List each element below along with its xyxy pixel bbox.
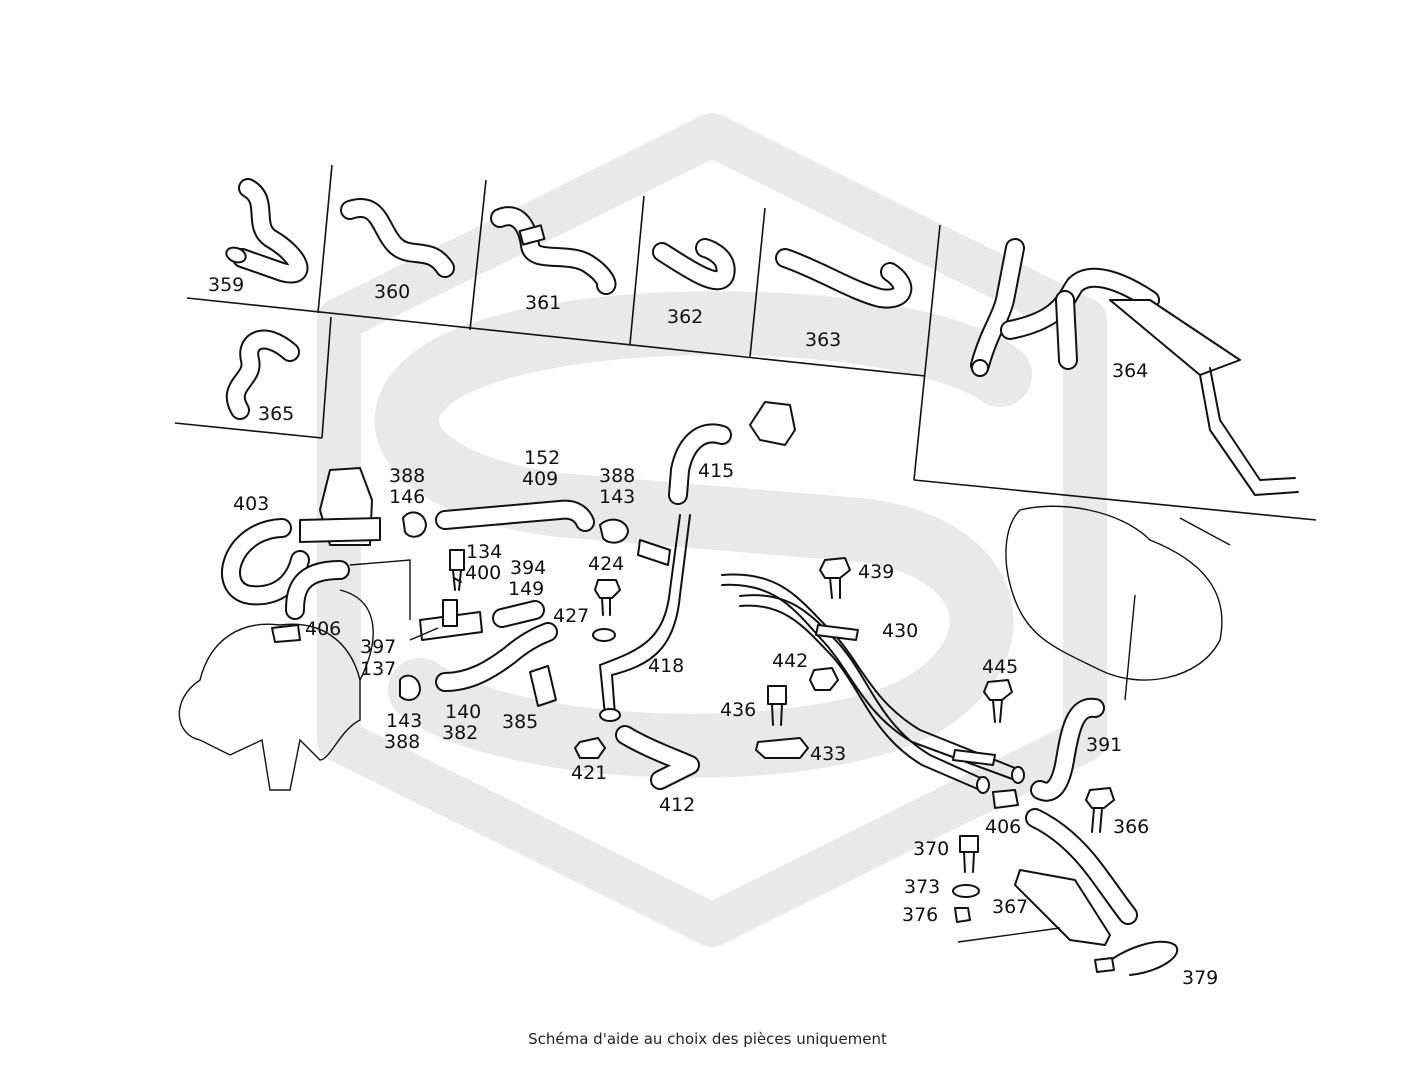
callout-labels: 359 360 361 362 363 364 365 403 388 146 … bbox=[208, 274, 1218, 989]
clamp-143-388 bbox=[399, 674, 421, 701]
label-146: 146 bbox=[389, 486, 425, 508]
label-149: 149 bbox=[508, 578, 544, 600]
label-388: 388 bbox=[384, 731, 420, 753]
label-370: 370 bbox=[913, 838, 949, 860]
label-430: 430 bbox=[882, 620, 918, 642]
leader-lines bbox=[409, 627, 439, 641]
label-366: 366 bbox=[1113, 816, 1149, 838]
label-424: 424 bbox=[588, 553, 624, 575]
hose-359 bbox=[225, 178, 309, 284]
label-385: 385 bbox=[502, 711, 538, 733]
washer-373 bbox=[952, 884, 980, 898]
label-364: 364 bbox=[1112, 360, 1148, 382]
engine-outline-left bbox=[178, 559, 411, 791]
diagram-caption: Schéma d'aide au choix des pièces unique… bbox=[528, 1030, 887, 1048]
cable-tie-379 bbox=[1094, 940, 1179, 976]
pipe-418 bbox=[599, 514, 691, 722]
bolt-370 bbox=[959, 835, 979, 873]
label-406: 406 bbox=[305, 618, 341, 640]
hose-362 bbox=[652, 238, 736, 291]
clip-385 bbox=[529, 665, 557, 707]
label-362: 362 bbox=[667, 306, 703, 328]
hose-403 bbox=[221, 518, 350, 620]
hose-360 bbox=[340, 198, 455, 278]
hose-140-382 bbox=[435, 622, 558, 692]
pipe-430 bbox=[721, 573, 1025, 794]
hose-391 bbox=[1030, 697, 1105, 802]
label-388: 388 bbox=[389, 465, 425, 487]
label-388: 388 bbox=[599, 465, 635, 487]
hose-394-149 bbox=[492, 600, 545, 628]
label-421: 421 bbox=[571, 762, 607, 784]
clamp-388-146 bbox=[402, 511, 427, 538]
hose-365 bbox=[225, 329, 300, 420]
bolt-424 bbox=[592, 579, 621, 642]
label-134: 134 bbox=[466, 541, 502, 563]
bolt-436 bbox=[767, 685, 787, 726]
label-436: 436 bbox=[720, 699, 756, 721]
label-373: 373 bbox=[904, 876, 940, 898]
label-140: 140 bbox=[445, 701, 481, 723]
label-418: 418 bbox=[648, 655, 684, 677]
label-397: 397 bbox=[360, 636, 396, 658]
label-412: 412 bbox=[659, 794, 695, 816]
tee-397-137 bbox=[419, 599, 483, 641]
nut-376 bbox=[954, 907, 971, 923]
screw-366 bbox=[1085, 787, 1115, 833]
label-360: 360 bbox=[374, 281, 410, 303]
label-143: 143 bbox=[386, 710, 422, 732]
label-367: 367 bbox=[992, 896, 1028, 918]
label-152: 152 bbox=[524, 447, 560, 469]
label-359: 359 bbox=[208, 274, 244, 296]
label-361: 361 bbox=[525, 292, 561, 314]
label-382: 382 bbox=[442, 722, 478, 744]
pipe-assembly-364 bbox=[970, 238, 1299, 496]
label-143: 143 bbox=[599, 486, 635, 508]
nut-442 bbox=[809, 667, 839, 691]
label-445: 445 bbox=[982, 656, 1018, 678]
label-365: 365 bbox=[258, 403, 294, 425]
clamp-406-right bbox=[992, 789, 1019, 809]
clamp-406-left bbox=[271, 624, 301, 643]
hose-363 bbox=[775, 248, 913, 309]
screw-445 bbox=[983, 679, 1013, 723]
label-137: 137 bbox=[360, 658, 396, 680]
watermark-logo bbox=[317, 113, 1107, 947]
engine-outline-right bbox=[1005, 505, 1231, 701]
label-406: 406 bbox=[985, 816, 1021, 838]
label-391: 391 bbox=[1086, 734, 1122, 756]
label-439: 439 bbox=[858, 561, 894, 583]
pipe-367 bbox=[1014, 808, 1138, 946]
bolt-439 bbox=[819, 557, 851, 599]
label-363: 363 bbox=[805, 329, 841, 351]
hose-361 bbox=[490, 206, 617, 295]
hose-412 bbox=[615, 725, 700, 790]
label-427: 427 bbox=[553, 605, 589, 627]
label-376: 376 bbox=[902, 904, 938, 926]
label-379: 379 bbox=[1182, 967, 1218, 989]
label-442: 442 bbox=[772, 650, 808, 672]
label-409: 409 bbox=[522, 468, 558, 490]
label-433: 433 bbox=[810, 743, 846, 765]
bracket-433 bbox=[755, 737, 809, 759]
clamp-388-143 bbox=[599, 518, 629, 544]
label-394: 394 bbox=[510, 557, 546, 579]
variant-panel-frame bbox=[174, 164, 1317, 521]
label-415: 415 bbox=[698, 460, 734, 482]
label-400: 400 bbox=[465, 562, 501, 584]
hose-152-409 bbox=[435, 499, 595, 532]
hose-415 bbox=[668, 401, 796, 505]
valve-block bbox=[299, 467, 381, 546]
bleed-screw-134-400 bbox=[449, 549, 465, 591]
label-403: 403 bbox=[233, 493, 269, 515]
nut-421 bbox=[574, 737, 606, 759]
